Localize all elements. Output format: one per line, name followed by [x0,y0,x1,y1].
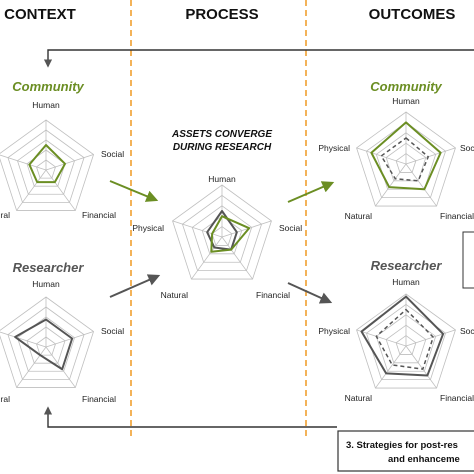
radar-axis-label-social: Social [101,149,124,159]
radar-spoke [405,147,456,165]
radar-grid-ring [356,111,456,207]
radar-grid-ring [36,336,56,356]
radar-grid-ring [385,324,427,364]
strategy-box [337,430,474,472]
radar-spoke [375,163,407,207]
label-outcomes-community: Community [370,79,442,94]
radar-grid-ring [0,296,95,388]
radar-spoke [405,329,456,347]
radar-grid-ring [16,139,76,195]
strategy-box-line1: 3. Strategies for post-res [346,440,458,451]
radar-grid-ring [181,194,263,272]
feedback-bottom-arrow [43,406,337,428]
radar-axis-label-financial: Financial [440,393,474,403]
process-note-line2: DURING RESEARCH [173,142,272,153]
radar-axis-label-natural: Natural [161,290,189,300]
radar-axis-label-human: Human [392,277,420,287]
radar-axis-label-social: Social [279,223,302,233]
radar-axis-label-natural: Natural [0,394,10,404]
radar-series-0 [14,318,74,371]
radar-grid-ring [172,184,272,280]
radar-grid-ring [191,205,253,263]
label-context-community: Community [12,79,84,94]
arrow-researcher-to-process [109,274,161,298]
radar-spoke [45,154,94,171]
radar-series-1 [210,215,251,253]
radar-axis-label-natural: Natural [345,211,373,221]
radar-series-0 [370,121,442,191]
radar-grid-ring [385,142,427,182]
legend-box-partial [462,231,474,289]
radar-grid-ring [375,132,437,190]
radar-axis-label-human: Human [208,174,236,184]
radar-axis-label-financial: Financial [82,394,116,404]
radar-spoke [375,345,407,389]
radar-spoke [45,331,94,348]
radar-axis-label-social: Social [460,326,474,336]
header-process: PROCESS [185,6,258,23]
radar-grid-ring [356,293,456,389]
radar-grid-ring [7,129,85,203]
radar-spoke [172,220,223,238]
radar-spoke [16,346,47,388]
header-outcomes: OUTCOMES [369,6,456,23]
radar-spoke [0,331,47,348]
radar-spoke [191,236,223,280]
arrow-process-to-community [287,181,335,203]
radar-axis-label-financial: Financial [440,211,474,221]
process-note-line1: ASSETS CONVERGE [171,129,272,140]
radar-spoke [405,163,437,207]
label-context-researcher: Researcher [13,260,85,275]
radar-axis-label-natural: Natural [0,210,10,220]
radar-axis-label-natural: Natural [345,393,373,403]
radar-spoke [221,220,272,238]
radar-spoke [221,236,253,280]
radar-grid-ring [16,316,76,372]
radar-grid-ring [36,159,56,179]
radar-spoke [356,329,407,347]
radar-series-0 [206,210,238,251]
radar-series-1 [375,308,434,370]
radar-axis-label-social: Social [460,143,474,153]
radar-axis-label-financial: Financial [82,210,116,220]
radar-grid-ring [26,326,66,364]
radar-axis-label-social: Social [101,326,124,336]
radar-axis-label-physical: Physical [132,223,164,233]
radar-spoke [356,147,407,165]
radar-grid-ring [365,303,447,381]
radar-series-0 [28,144,67,184]
radar-grid-ring [365,121,447,199]
feedback-top-arrow [43,49,474,68]
radar-spoke [45,169,76,211]
radar-axis-label-physical: Physical [318,143,350,153]
label-outcomes-researcher: Researcher [371,258,443,273]
arrow-community-to-process [109,180,159,202]
radar-spoke [16,169,47,211]
radar-grid-ring [0,119,95,211]
radar-grid-ring [7,306,85,380]
radar-axis-label-human: Human [32,100,60,110]
radar-series-1 [380,137,430,182]
radar-axis-label-human: Human [32,279,60,289]
radar-grid-ring [201,215,243,255]
strategy-box-line2: and enhanceme [388,454,460,465]
radar-axis-label-human: Human [392,96,420,106]
radar-axis-label-financial: Financial [256,290,290,300]
header-context: CONTEXT [4,6,76,23]
radar-spoke [405,345,437,389]
radar-axis-label-physical: Physical [318,326,350,336]
radar-grid-ring [395,153,417,173]
radar-series-0 [360,295,445,377]
radar-spoke [0,154,47,171]
arrow-process-to-researcher [287,282,333,304]
radar-grid-ring [395,335,417,355]
